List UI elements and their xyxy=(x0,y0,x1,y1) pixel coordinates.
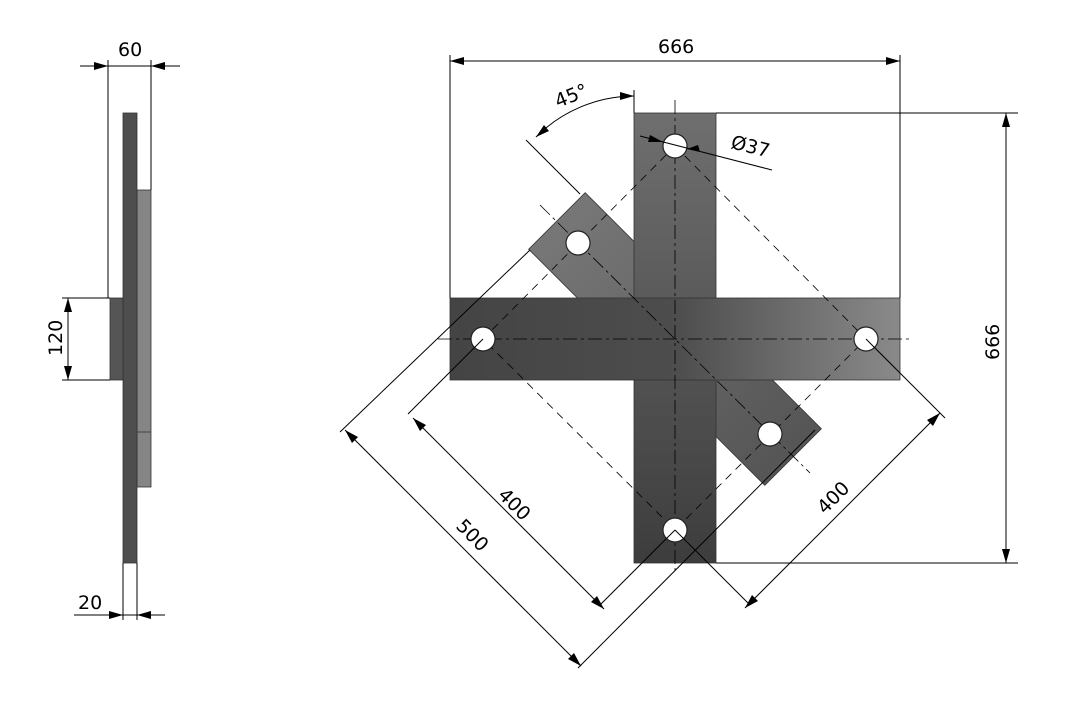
dim-side-width: 60 xyxy=(118,39,142,61)
dim-overall-height: 666 xyxy=(982,324,1004,360)
hole-diag-lower xyxy=(757,421,783,447)
dim-hole-spacing-b: 400 xyxy=(813,477,854,518)
dim-plate-thickness: 20 xyxy=(78,592,102,614)
dim-hub-height: 120 xyxy=(45,320,67,356)
side-back-plate xyxy=(136,189,152,488)
hole-diag-upper xyxy=(565,230,591,256)
side-hub xyxy=(109,297,124,381)
dim-overall-width: 666 xyxy=(658,36,694,58)
dim-diagonal-length: 500 xyxy=(451,515,492,556)
side-view: 60 120 20 xyxy=(45,39,180,620)
dim-hole-diameter: Ø37 xyxy=(729,132,772,163)
hole-top xyxy=(662,133,688,159)
dim-hole-spacing-a: 400 xyxy=(493,484,534,525)
side-main-plate xyxy=(122,112,138,564)
front-view: 666 666 45° Ø37 400 400 xyxy=(339,36,1018,669)
dim-angle: 45° xyxy=(552,80,591,113)
